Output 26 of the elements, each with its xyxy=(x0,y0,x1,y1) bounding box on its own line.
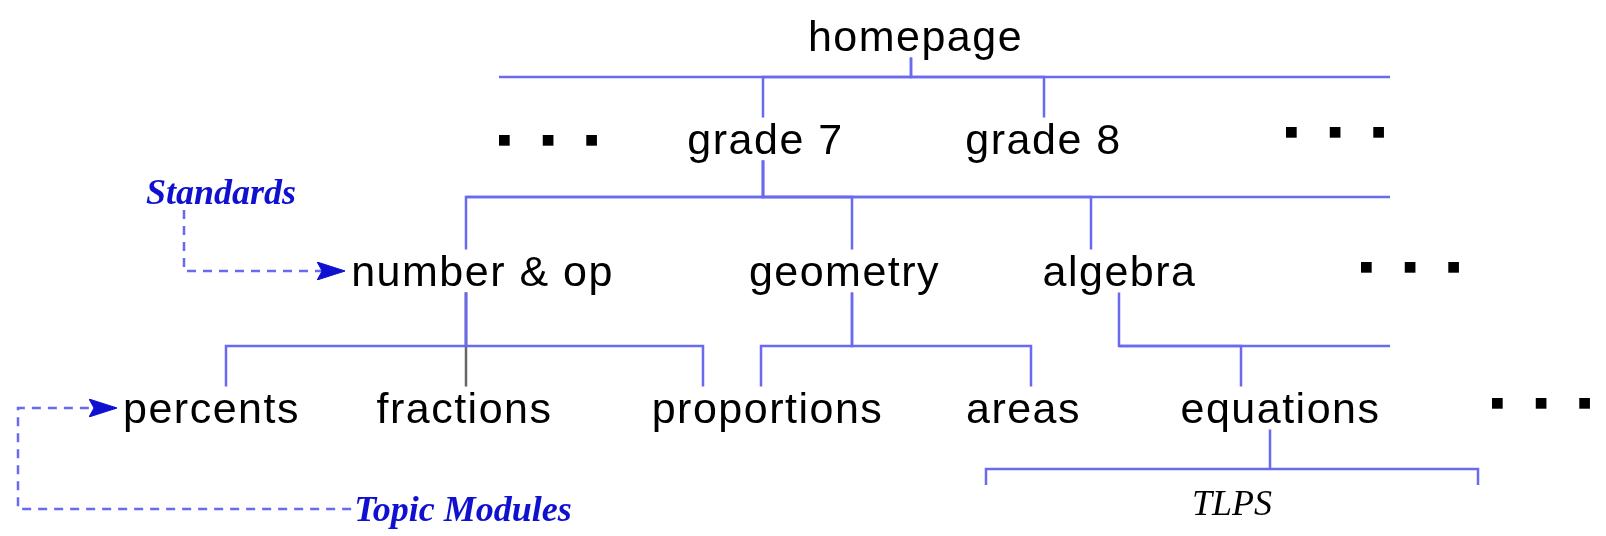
tree-connector xyxy=(850,292,1033,387)
annotation-label: Standards xyxy=(142,174,300,210)
tree-connector xyxy=(984,428,1480,487)
tree-connector xyxy=(909,57,1046,118)
dashed-arrow xyxy=(16,398,352,511)
tree-node-label: percents xyxy=(115,386,303,430)
tree-connector xyxy=(761,160,1093,250)
tree-node-label: number & op xyxy=(343,249,617,293)
tree-node-label: proportions xyxy=(643,386,887,430)
tree-node-label: homepage xyxy=(799,14,1027,58)
ellipsis-mark: ■ ■ ■ xyxy=(1284,124,1386,138)
ellipsis-mark: ■ ■ ■ xyxy=(497,132,599,146)
tree-node-label: grade 8 xyxy=(957,117,1125,161)
tree-connector xyxy=(464,292,705,387)
ellipsis-mark: ■ ■ ■ xyxy=(1490,395,1592,409)
tree-node-label: grade 7 xyxy=(679,117,847,161)
tree-node-label: equations xyxy=(1172,386,1384,430)
ellipsis-mark: ■ ■ ■ xyxy=(1359,259,1461,273)
annotation-label: TLPS xyxy=(983,485,1481,521)
tree-node-label: fractions xyxy=(368,386,556,430)
annotation-label: Topic Modules xyxy=(351,491,575,527)
tree-connector xyxy=(1117,292,1243,387)
tree-node-label: geometry xyxy=(740,249,944,293)
dashed-arrow xyxy=(182,210,346,281)
tree-node-label: algebra xyxy=(1034,249,1200,293)
tree-node-label: areas xyxy=(957,386,1085,430)
